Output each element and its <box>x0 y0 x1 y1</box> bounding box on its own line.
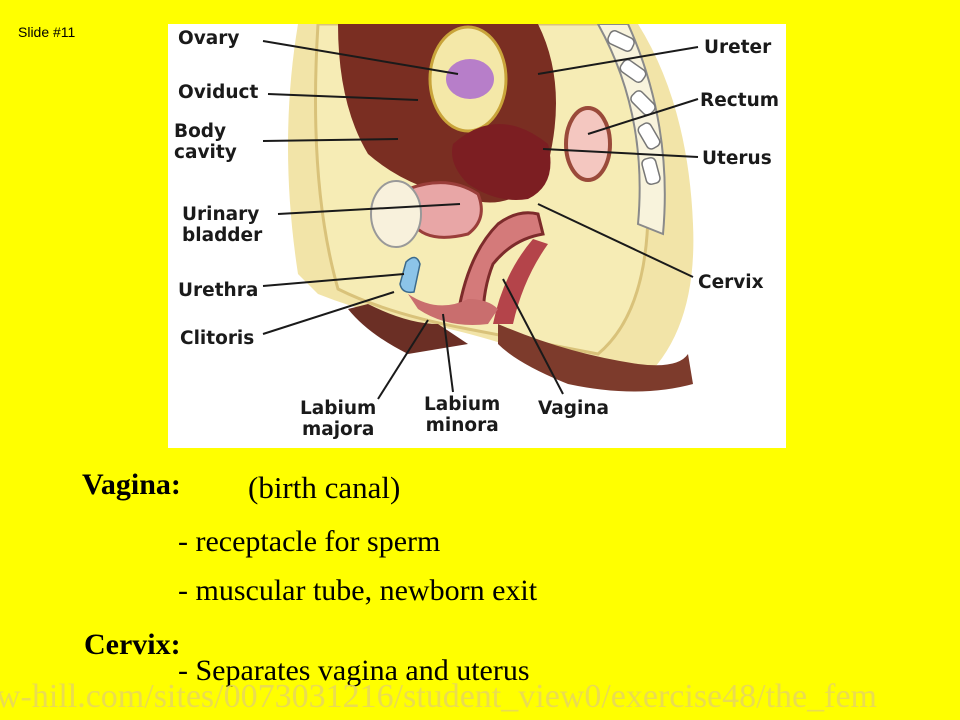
label-ovary: Ovary <box>178 28 240 49</box>
bullet-receptacle: - receptacle for sperm <box>178 525 441 558</box>
label-labium-majora: Labium majora <box>300 398 377 440</box>
label-clitoris: Clitoris <box>180 328 255 349</box>
anatomy-figure: Ovary Oviduct Body cavity Urinary bladde… <box>168 24 786 448</box>
vagina-heading: Vagina: <box>82 468 181 501</box>
slide-number: Slide #11 <box>18 24 76 40</box>
anatomy-illustration <box>262 24 699 400</box>
label-urethra: Urethra <box>178 280 259 301</box>
label-urinary-bladder: Urinary bladder <box>182 204 263 246</box>
label-ureter: Ureter <box>704 37 772 58</box>
label-uterus: Uterus <box>702 148 772 169</box>
label-rectum: Rectum <box>700 90 780 111</box>
source-url-watermark: w-hill.com/sites/0073031216/student_view… <box>0 678 877 715</box>
label-body-cavity: Body cavity <box>174 121 237 163</box>
bullet-muscular-tube: - muscular tube, newborn exit <box>178 574 538 607</box>
label-oviduct: Oviduct <box>178 82 259 103</box>
bullet-separates: - Separates vagina and uterus <box>178 654 530 687</box>
label-labium-minora: Labium minora <box>424 394 501 436</box>
label-cervix: Cervix <box>698 272 764 293</box>
label-vagina: Vagina <box>538 398 610 419</box>
birth-canal-note: (birth canal) <box>248 470 401 505</box>
cervix-heading: Cervix: <box>84 628 181 661</box>
